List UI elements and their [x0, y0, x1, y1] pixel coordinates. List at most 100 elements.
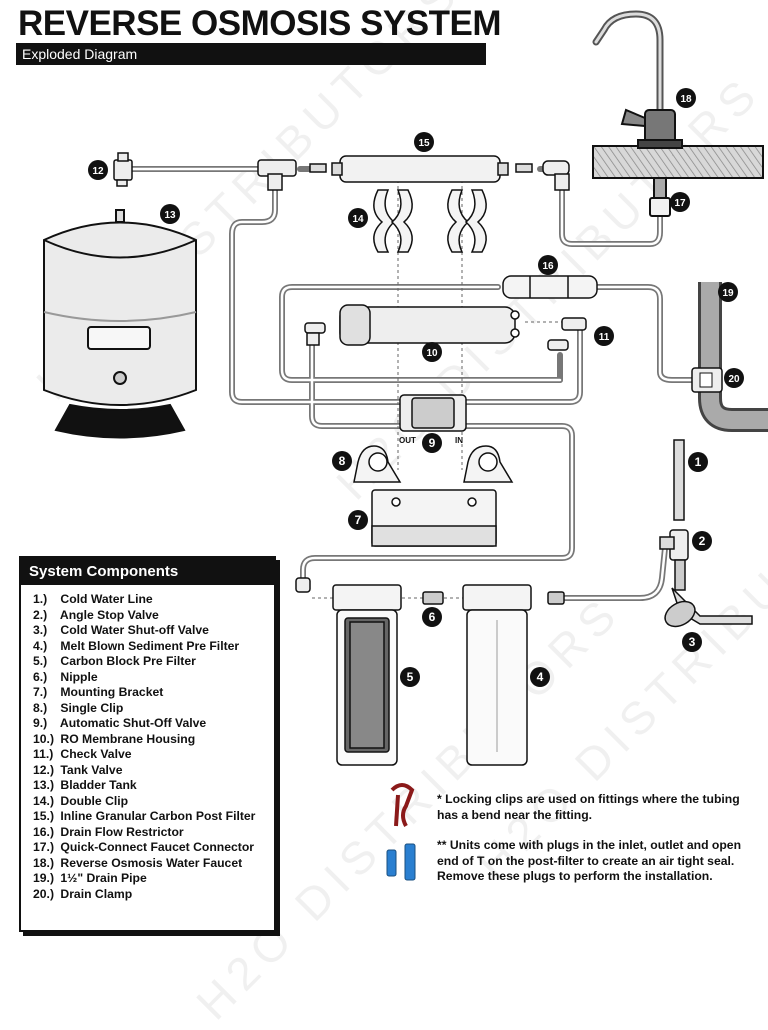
legend-item-label: Single Clip	[57, 700, 124, 715]
callout-badge	[724, 368, 744, 388]
nipple	[295, 577, 565, 605]
legend-item: 5.) Carbon Block Pre Filter	[33, 654, 274, 670]
legend-item-number: 15.)	[33, 809, 55, 823]
callout-badge	[422, 342, 442, 362]
callout-number: 9	[429, 436, 436, 450]
callout-number: 4	[537, 670, 544, 684]
legend-item-number: 18.)	[33, 855, 55, 870]
legend-item-number: 6.)	[33, 669, 48, 684]
legend-item: 4.) Melt Blown Sediment Pre Filter	[33, 639, 274, 655]
legend-item: 16.) Drain Flow Restrictor	[33, 825, 274, 841]
legend-item: 19.) 1½" Drain Pipe	[33, 871, 274, 887]
legend-item-number: 9.)	[33, 716, 48, 730]
legend-item: 2.) Angle Stop Valve	[33, 608, 274, 624]
page-subtitle: Exploded Diagram	[16, 43, 486, 65]
callout-badge	[676, 88, 696, 108]
callout-badge	[348, 208, 368, 228]
legend-item: 1.) Cold Water Line	[33, 592, 274, 608]
legend-item-label: 1½" Drain Pipe	[57, 871, 147, 885]
legend-item-label: Automatic Shut-Off Valve	[57, 716, 207, 730]
callout-number: 6	[429, 610, 436, 624]
legend-item-number: 19.)	[33, 871, 55, 885]
legend-item-label: Carbon Block Pre Filter	[57, 654, 196, 668]
legend-item-label: Cold Water Line	[57, 592, 153, 606]
tubing-inner	[130, 167, 694, 600]
callout-number: 8	[339, 454, 346, 468]
callout-number: 13	[164, 210, 176, 221]
callout-number: 3	[689, 635, 696, 649]
legend-title: System Components	[21, 558, 274, 585]
callout-number: 15	[418, 138, 430, 149]
legend-item-number: 20.)	[33, 886, 55, 901]
legend-item-label: Drain Clamp	[57, 886, 133, 901]
callout-badge	[688, 452, 708, 472]
legend-item: 11.) Check Valve	[33, 747, 274, 763]
callout-number: 20	[728, 374, 740, 385]
legend-item: 13.) Bladder Tank	[33, 778, 274, 794]
callout-badge	[670, 192, 690, 212]
callout-badge	[332, 451, 352, 471]
legend-item-label: Drain Flow Restrictor	[57, 824, 184, 839]
faucet	[592, 10, 764, 217]
tank-valve	[113, 152, 133, 187]
callout-number: 1	[695, 455, 702, 469]
callout-number: 16	[542, 261, 554, 272]
angle-stop-valve	[659, 439, 753, 628]
locking-clip-icon	[390, 783, 415, 827]
legend-item: 15.) Inline Granular Carbon Post Filter	[33, 809, 274, 825]
post-filter	[257, 155, 570, 191]
legend-item-number: 11.)	[33, 747, 54, 761]
legend-item-number: 3.)	[33, 623, 48, 637]
callout-badge	[538, 255, 558, 275]
legend-item-number: 16.)	[33, 824, 55, 839]
legend-item: 18.) Reverse Osmosis Water Faucet	[33, 856, 274, 872]
legend-item-label: Nipple	[57, 669, 98, 684]
callout-number: 12	[92, 166, 104, 177]
callout-badge	[414, 132, 434, 152]
legend-item-number: 7.)	[33, 685, 48, 699]
legend-item: 12.) Tank Valve	[33, 763, 274, 779]
callout-number: 2	[699, 534, 706, 548]
callout-badge	[160, 204, 180, 224]
callout-number: 19	[722, 288, 734, 299]
legend-item-label: Check Valve	[57, 747, 132, 761]
mounting-bracket	[371, 489, 497, 547]
callout-badge	[530, 667, 550, 687]
double-clips	[373, 189, 487, 253]
callout-number: 14	[352, 214, 364, 225]
callout-badge	[422, 433, 442, 453]
legend-item: 14.) Double Clip	[33, 794, 274, 810]
page-title: REVERSE OSMOSIS SYSTEM	[18, 4, 502, 43]
callout-badge	[594, 326, 614, 346]
legend-item-label: Melt Blown Sediment Pre Filter	[57, 638, 240, 653]
callout-number: 10	[426, 348, 438, 359]
callout-number: 18	[680, 94, 692, 105]
legend-item-number: 2.)	[33, 607, 48, 622]
legend-item-label: Double Clip	[57, 793, 129, 808]
sediment-prefilter	[462, 584, 532, 766]
legend-item-label: Mounting Bracket	[57, 685, 164, 699]
plug-icon	[386, 843, 416, 881]
legend-item: 3.) Cold Water Shut-off Valve	[33, 623, 274, 639]
callout-number: 5	[407, 670, 414, 684]
legend-item-number: 17.)	[33, 840, 55, 854]
legend-item-label: Tank Valve	[57, 762, 123, 777]
legend-item-label: Angle Stop Valve	[57, 607, 159, 622]
legend-item-number: 1.)	[33, 592, 48, 606]
legend-item-number: 4.)	[33, 638, 48, 653]
legend-item: 6.) Nipple	[33, 670, 274, 686]
legend-item-label: Bladder Tank	[57, 778, 137, 792]
callout-badge	[682, 632, 702, 652]
legend-item-number: 5.)	[33, 654, 48, 668]
callout-number: 17	[674, 198, 686, 209]
drain-flow-restrictor	[502, 275, 598, 299]
legend-item-label: Inline Granular Carbon Post Filter	[57, 809, 256, 823]
legend-item-label: Cold Water Shut-off Valve	[57, 623, 209, 637]
legend-item: 8.) Single Clip	[33, 701, 274, 717]
legend-item-number: 12.)	[33, 762, 55, 777]
shut-off-valve	[399, 394, 467, 432]
callout-badge	[88, 160, 108, 180]
callout-badge	[422, 607, 442, 627]
